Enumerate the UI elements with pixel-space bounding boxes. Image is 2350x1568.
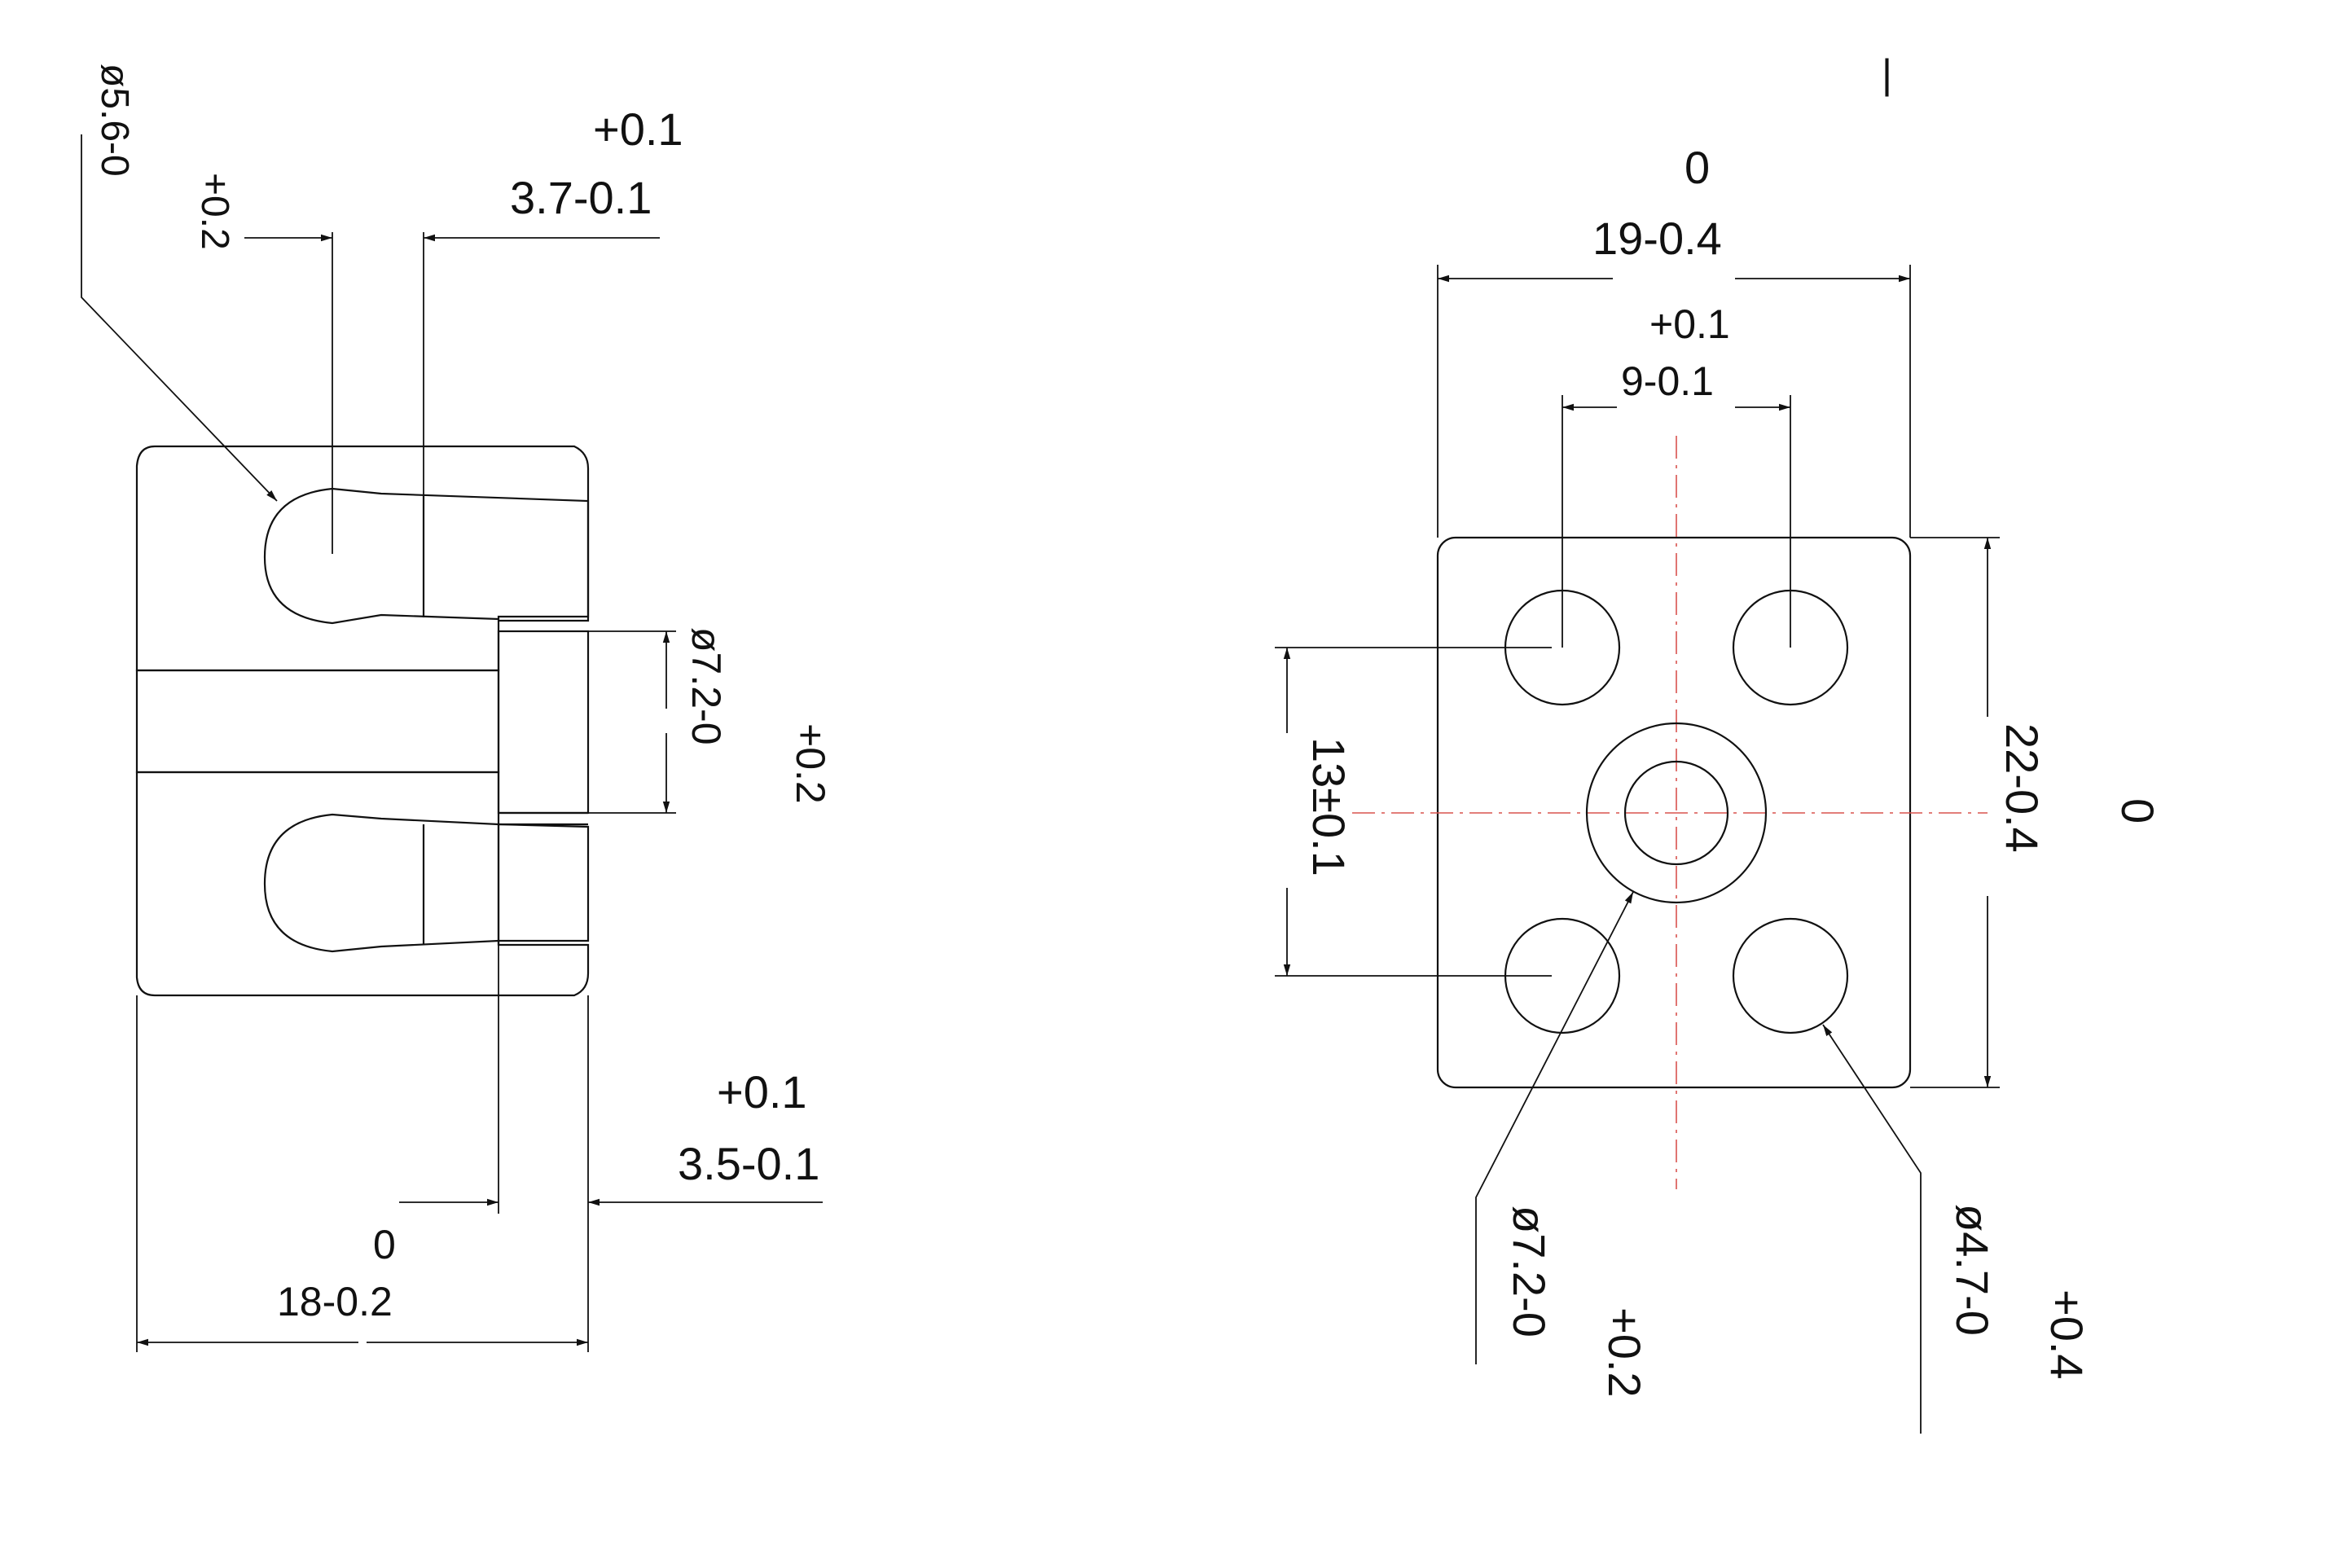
section-lower-body [135,771,590,997]
hole-bottom-right [1732,917,1849,1034]
section-channel [135,669,500,774]
dim-35-upper: +0.1 [717,1066,807,1118]
front-view: | 0 19-0.4 +0.1 9-0.1 22-0.4 0 [1275,51,2163,1434]
dim-37-main: 3.7-0.1 [510,172,652,223]
dim-phi56-upper: +0.2 [193,173,236,250]
top-tick-mark: | [1882,51,1892,97]
section-view: ø5.6-0 +0.2 +0.1 3.7-0.1 ø7.2-0 +0.2 +0.… [81,64,833,1352]
dim-front-phi72-main: ø7.2-0 [1504,1206,1555,1337]
dim-35-main: 3.5-0.1 [678,1138,819,1189]
section-upper-bore [263,487,590,625]
section-upper-hatched [155,446,588,631]
dim-front-phi72-upper: +0.2 [1599,1307,1650,1398]
dim-13-main: 13±0.1 [1303,737,1355,876]
dim-phi47-main: ø4.7-0 [1947,1204,1998,1336]
dim-phi72-upper: +0.2 [788,723,833,804]
dim-18-main: 18-0.2 [277,1279,393,1324]
dim-9-main: 9-0.1 [1621,358,1714,404]
leader-phi72 [1475,891,1634,1364]
dim-19-main: 19-0.4 [1592,213,1722,264]
section-upper-body [135,445,590,672]
dim-19-upper: 0 [1685,142,1710,193]
dim-18-upper: 0 [373,1222,396,1267]
leader-phi47 [1822,1024,1922,1434]
center-bore [1623,760,1729,866]
dim-phi47-upper: +0.4 [2041,1289,2093,1380]
section-lower-bore [263,813,590,953]
dim-22-upper: 0 [2112,798,2163,824]
dim-37-upper: +0.1 [593,103,683,155]
dim-9-upper: +0.1 [1649,301,1730,347]
section-counterbore [497,630,590,815]
dim-phi56-main: ø5.6-0 [93,64,136,177]
dim-22-main: 22-0.4 [1996,723,2048,853]
leader-phi56 [81,134,278,502]
center-counterbore [1585,722,1768,904]
dim-phi72-main: ø7.2-0 [683,627,729,745]
